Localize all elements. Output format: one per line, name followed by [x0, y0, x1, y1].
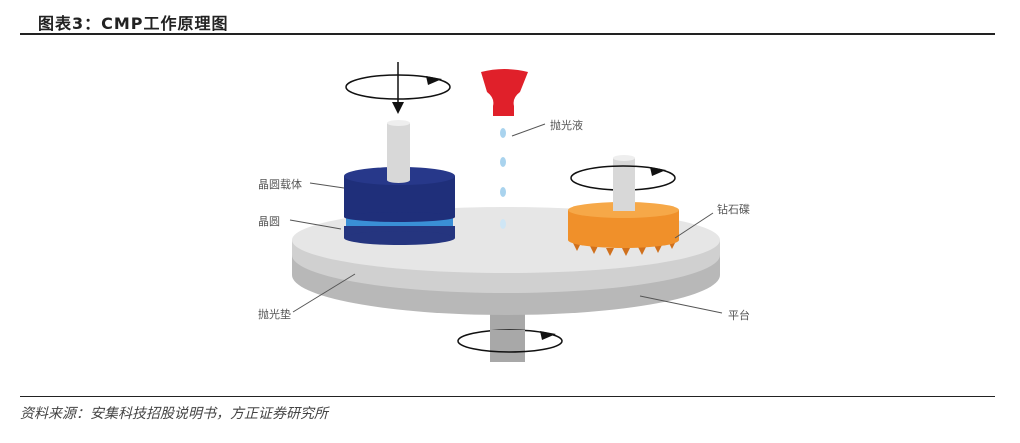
label-slurry: 抛光液 [550, 119, 583, 132]
label-wafer: 晶圆 [258, 215, 280, 228]
figure-title: 图表3：CMP工作原理图 [38, 14, 229, 33]
label-wafer-carrier: 晶圆载体 [258, 178, 302, 191]
diamond-disk [573, 241, 676, 256]
label-diamond-disk: 钻石碟 [717, 203, 750, 216]
carrier-shaft [387, 123, 410, 180]
slurry-nozzle [481, 69, 528, 116]
title-divider [20, 33, 995, 35]
label-polishing-pad: 抛光垫 [258, 308, 291, 321]
slurry-drops [500, 128, 506, 229]
source-divider [20, 396, 995, 397]
source-note: 资料来源：安集科技招股说明书，方正证券研究所 [20, 406, 328, 422]
leader-lines [289, 123, 723, 314]
disk-shaft [613, 158, 635, 211]
label-platen: 平台 [728, 309, 750, 322]
